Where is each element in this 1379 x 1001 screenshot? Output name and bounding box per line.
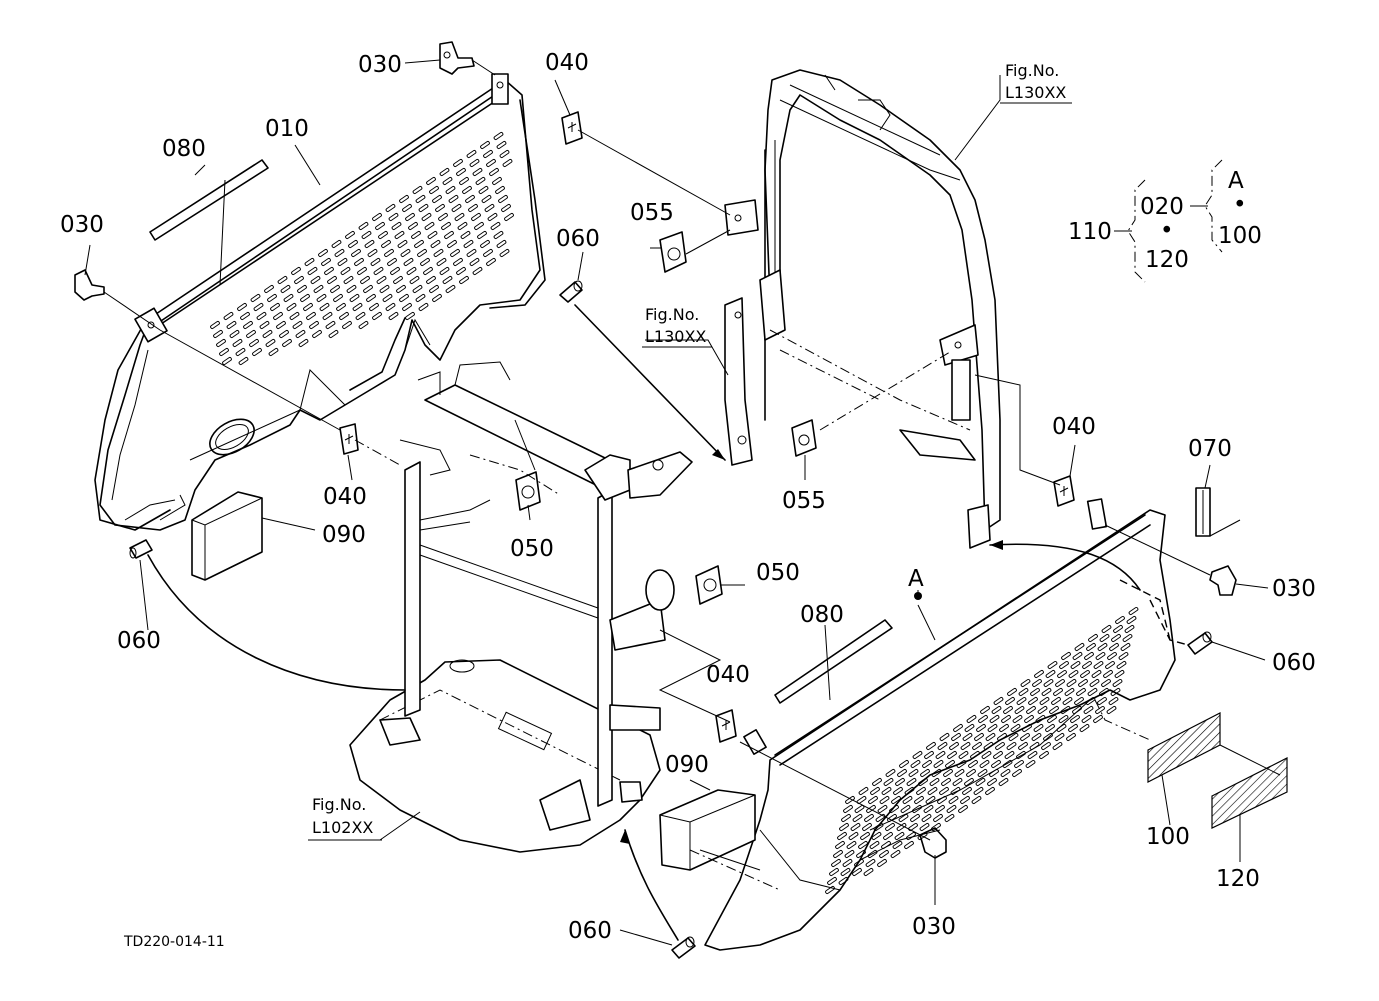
label-080-right: 080 [800, 602, 844, 628]
foam-pad-left [191, 491, 263, 581]
fig-ref-number: L130XX [1005, 83, 1066, 102]
label-030-left: 030 [60, 212, 104, 238]
knob-030-top [439, 41, 475, 75]
decal-120 [1211, 757, 1288, 829]
label-050-left: 050 [510, 536, 554, 562]
figure-reference-top-right: Fig.No. L130XX [1000, 61, 1072, 104]
label-100: 100 [1146, 824, 1190, 850]
fig-ref-label: Fig.No. [1005, 61, 1059, 80]
label-010: 010 [265, 116, 309, 142]
rubber-strip-right [774, 619, 893, 704]
pin-060-bottom [671, 936, 696, 959]
key-dot-1: • [1160, 218, 1174, 244]
leader-lines [84, 59, 1281, 946]
decal-100 [1147, 712, 1221, 783]
ventilation-slots-right [825, 607, 1139, 894]
pin-060-right [1187, 631, 1213, 655]
label-060-right: 060 [1272, 650, 1316, 676]
knob-030-right [1209, 565, 1237, 596]
assembly-key: 110 020 • 120 A • 100 [1068, 159, 1262, 283]
foam-pad-right [659, 789, 756, 871]
label-060-top: 060 [556, 226, 600, 252]
reference-point-a [914, 592, 922, 600]
fig-ref-number: L102XX [312, 818, 373, 837]
key-100: 100 [1218, 223, 1262, 249]
drawing-code: TD220-014-11 [123, 934, 225, 950]
label-055-top: 055 [630, 200, 674, 226]
fig-ref-number: L130XX [645, 327, 706, 346]
clip-050-b [695, 565, 723, 605]
knob-030-bottom [919, 827, 947, 859]
fig-ref-label: Fig.No. [645, 305, 699, 324]
rubber-strip-left [149, 159, 269, 241]
label-040-right: 040 [1052, 414, 1096, 440]
label-090-right: 090 [665, 752, 709, 778]
label-040-bottom: 040 [706, 662, 750, 688]
label-030-bottom: 030 [912, 914, 956, 940]
washer-040-b [339, 423, 359, 455]
key-110: 110 [1068, 219, 1112, 245]
label-ref-a: A [908, 566, 924, 592]
strip-070 [1195, 487, 1211, 537]
label-120: 120 [1216, 866, 1260, 892]
label-030-right: 030 [1272, 576, 1316, 602]
figure-reference-bottom-left: Fig.No. L102XX [308, 795, 382, 841]
washer-040-c [1053, 475, 1075, 507]
clip-050-a [515, 471, 541, 511]
label-030-top: 030 [358, 52, 402, 78]
right-side-cover [704, 498, 1176, 951]
label-080-left: 080 [162, 136, 206, 162]
knob-030-left [74, 269, 105, 301]
label-070: 070 [1188, 436, 1232, 462]
left-side-cover [94, 73, 546, 531]
label-060-left: 060 [117, 628, 161, 654]
part-number-labels: 030 040 010 080 030 055 060 040 090 050 … [60, 50, 1316, 944]
washer-040-d [715, 709, 737, 743]
pin-060-top [559, 280, 583, 303]
pin-060-left [129, 539, 153, 559]
key-dot-2: • [1233, 192, 1247, 218]
label-055-mid: 055 [782, 488, 826, 514]
clip-055-b [791, 419, 817, 457]
center-frame [349, 361, 693, 853]
label-040-left: 040 [323, 484, 367, 510]
clip-055-a [659, 231, 687, 273]
ventilation-slots-left [210, 132, 514, 365]
label-040-top: 040 [545, 50, 589, 76]
figure-reference-middle: Fig.No. L130XX [642, 305, 712, 348]
key-020: 020 [1140, 194, 1184, 220]
label-060-bottom: 060 [568, 918, 612, 944]
washer-040-a [561, 111, 583, 145]
key-a: A [1228, 168, 1244, 194]
key-120: 120 [1145, 247, 1189, 273]
hinge-plate [724, 297, 753, 466]
label-090-left: 090 [322, 522, 366, 548]
fig-ref-label: Fig.No. [312, 795, 366, 814]
rops-frame [724, 69, 1001, 549]
label-050-right: 050 [756, 560, 800, 586]
